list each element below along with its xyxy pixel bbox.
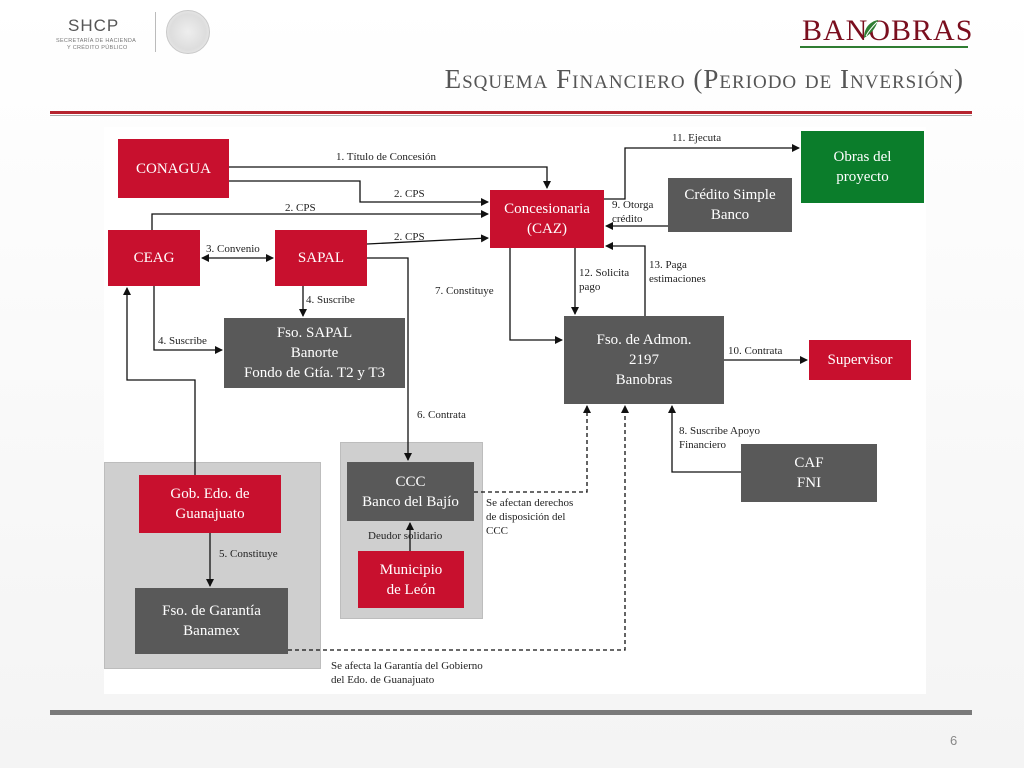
- banobras-leaf-icon: [864, 20, 878, 38]
- label-suscribe-apoyo: 8. Suscribe Apoyo Financiero: [679, 425, 760, 451]
- label-suscribe-ceag: 4. Suscribe: [158, 335, 207, 347]
- ceag-node: CEAG: [108, 230, 200, 286]
- label-ejecuta: 11. Ejecuta: [672, 132, 722, 144]
- conagua-node: CONAGUA: [118, 139, 229, 198]
- credito-simple-node: Crédito Simple Banco: [668, 178, 792, 232]
- shcp-subtitle-line2: Y CRÉDITO PÚBLICO: [67, 45, 128, 51]
- label-contrata-ccc: 6. Contrata: [417, 409, 466, 421]
- label-cps-3: 2. CPS: [394, 231, 425, 243]
- brand-underline: [800, 46, 968, 48]
- fso-admon-node: Fso. de Admon. 2197 Banobras: [564, 316, 724, 404]
- label-paga: 13. Paga estimaciones: [649, 259, 706, 285]
- label-solicita: 12. Solicita pago: [579, 267, 630, 293]
- caf-fni-node: CAF FNI: [741, 444, 877, 502]
- footer-rule: [50, 710, 972, 715]
- label-cps-2: 2. CPS: [285, 202, 316, 214]
- label-suscribe-sapal: 4. Suscribe: [306, 294, 355, 306]
- ccc-node: CCC Banco del Bajío: [347, 462, 474, 521]
- label-cps-1: 2. CPS: [394, 188, 425, 200]
- banobras-logo: BANOBRAS: [802, 14, 974, 47]
- shcp-subtitle-line1: SECRETARÍA DE HACIENDA: [56, 38, 137, 44]
- gob-guanajuato-node: Gob. Edo. de Guanajuato: [139, 475, 281, 533]
- logo-divider: [155, 12, 156, 52]
- supervisor-node: Supervisor: [809, 340, 911, 380]
- national-seal-icon: [166, 10, 210, 54]
- title-rule: [50, 111, 972, 114]
- label-convenio: 3. Convenio: [206, 243, 260, 255]
- shcp-logo-text: SHCP: [68, 16, 120, 35]
- label-contrata-supervisor: 10. Contrata: [728, 345, 783, 357]
- obras-node: Obras del proyecto: [801, 131, 924, 203]
- fso-sapal-node: Fso. SAPAL Banorte Fondo de Gtía. T2 y T…: [224, 318, 405, 388]
- page-title: Esquema Financiero (Periodo de Inversión…: [444, 64, 964, 94]
- label-constituye-gob: 5. Constituye: [219, 548, 278, 560]
- label-constituye-concesionaria: 7. Constituye: [435, 285, 494, 297]
- label-afecta-garantia: Se afecta la Garantía del Gobierno del E…: [331, 660, 483, 686]
- label-titulo: 1. Título de Concesión: [336, 151, 437, 163]
- page-number: 6: [950, 733, 958, 748]
- sapal-node: SAPAL: [275, 230, 367, 286]
- municipio-node: Municipio de León: [358, 551, 464, 608]
- label-afectan-ccc: Se afectan derechos de disposición del C…: [486, 497, 574, 537]
- title-rule-thin: [50, 115, 972, 116]
- fso-garantia-node: Fso. de Garantía Banamex: [135, 588, 288, 654]
- label-deudor: Deudor solidario: [368, 530, 443, 542]
- concesionaria-node: Concesionaria (CAZ): [490, 190, 604, 248]
- label-otorga: 9. Otorga crédito: [612, 199, 654, 225]
